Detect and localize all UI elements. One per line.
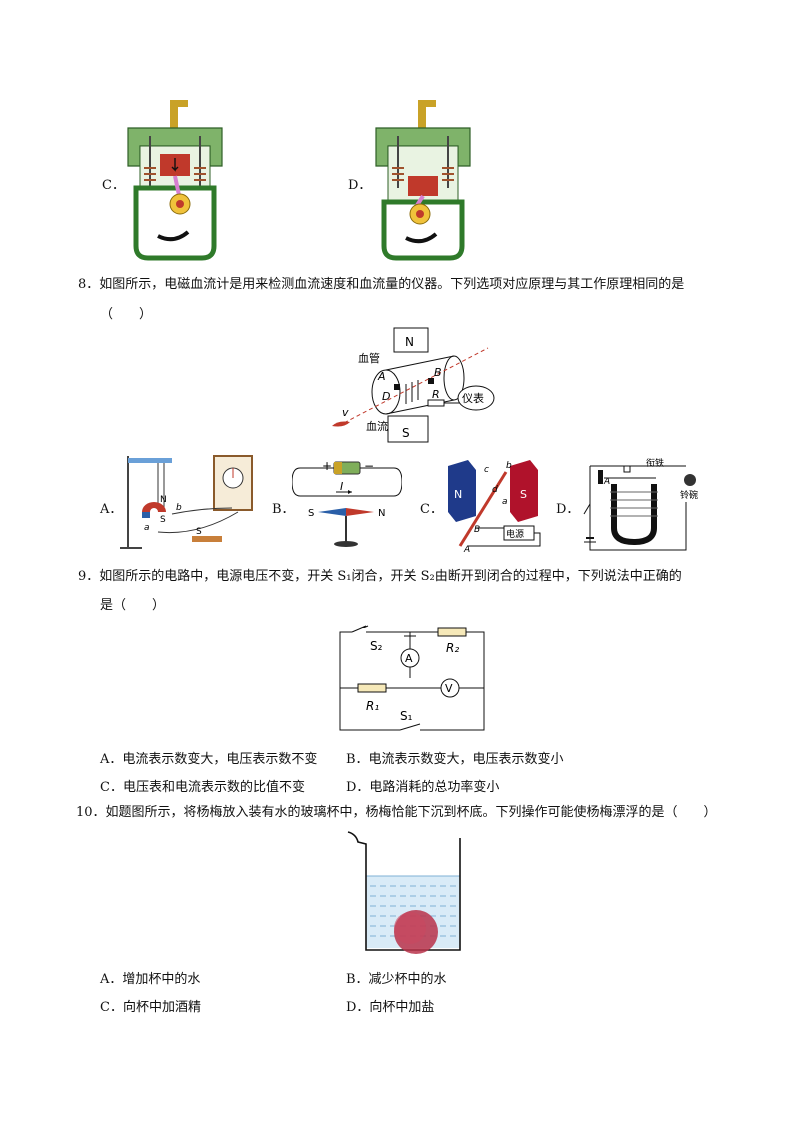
q9-stem-continued: 是（ ）: [100, 598, 166, 613]
q9-label-r2: R₂: [446, 641, 459, 655]
q8-b-label-s: S: [308, 508, 314, 519]
q8-fig-label-n: N: [405, 335, 414, 349]
q8-c-label-aa: A: [463, 545, 470, 555]
q8-option-a-figure: N S a b S: [120, 455, 253, 549]
q8-fig-label-a: A: [377, 370, 386, 383]
q8-b-label-plus: +: [322, 459, 332, 473]
q8-fig-label-meter: 仪表: [462, 391, 484, 405]
q8-fig-label-b: B: [434, 366, 442, 379]
q8-option-d-figure: A 衔铁 铃碗: [583, 457, 698, 551]
q10-option-d[interactable]: D．向杯中加盐: [346, 1000, 435, 1015]
q8-a-label-a: a: [144, 523, 150, 533]
q8-fig-label-s: S: [402, 426, 410, 440]
q8-option-d[interactable]: D．: [556, 502, 580, 517]
q9-option-d[interactable]: D．电路消耗的总功率变小: [346, 780, 500, 795]
q9-option-a[interactable]: A．电流表示数变大，电压表示数不变: [100, 752, 318, 767]
q8-fig-label-d: D: [382, 390, 390, 403]
q8-b-label-minus: −: [364, 459, 374, 473]
q9-label-r1: R₁: [366, 699, 379, 713]
q8-c-label-d: d: [492, 485, 498, 495]
q8-option-c-figure: N S c b d a B A 电源: [448, 460, 541, 555]
q9-label-voltmeter: V: [445, 682, 453, 695]
q8-c-label-c: c: [484, 465, 489, 475]
q10-beaker-figure: [347, 831, 461, 954]
q8-c-label-b: b: [506, 461, 512, 471]
q8-c-label-n: N: [454, 488, 462, 501]
q8-option-c[interactable]: C．: [420, 502, 443, 517]
q8-d-label-iron: 衔铁: [646, 457, 664, 469]
q8-option-b[interactable]: B．: [272, 502, 295, 517]
q9-label-ammeter: A: [405, 652, 413, 665]
q9-circuit-figure: S₂ A R₂ R₁ V S₁: [339, 625, 485, 734]
q8-blood-flow-meter-figure: N S v 血管 血流 A B D R 仪表: [332, 327, 495, 443]
q8-stem: 8．如图所示，电磁血流计是用来检测血流速度和血流量的仪器。下列选项对应原理与其工…: [78, 277, 685, 292]
q8-c-label-s: S: [520, 488, 527, 501]
q8-option-b-figure: + − I S N: [292, 459, 402, 547]
q10-stem: 10．如题图所示，将杨梅放入装有水的玻璃杯中，杨梅恰能下沉到杯底。下列操作可能使…: [76, 805, 717, 820]
q9-option-c[interactable]: C．电压表和电流表示数的比值不变: [100, 780, 305, 795]
q9-option-b[interactable]: B．电流表示数变大，电压表示数变小: [346, 752, 564, 767]
q8-a-label-b: b: [176, 503, 182, 513]
q8-option-a[interactable]: A．: [100, 502, 123, 517]
q10-option-c[interactable]: C．向杯中加酒精: [100, 1000, 201, 1015]
q7-option-c[interactable]: C．: [102, 178, 125, 193]
q8-d-label-a: A: [603, 477, 610, 487]
q10-option-a[interactable]: A．增加杯中的水: [100, 972, 201, 987]
q9-label-s2: S₂: [370, 639, 383, 653]
q8-a-label-switch: S: [196, 527, 202, 537]
q7-option-d[interactable]: D．: [348, 178, 372, 193]
q7-engine-figure-d: [375, 100, 471, 261]
q8-c-label-bb: B: [474, 525, 480, 535]
q8-c-label-a: a: [502, 497, 508, 507]
q10-option-b[interactable]: B．减少杯中的水: [346, 972, 447, 987]
q9-label-s1: S₁: [400, 709, 413, 723]
q8-b-label-i: I: [340, 480, 343, 493]
q8-a-label-n: N: [160, 495, 167, 505]
q8-fig-label-v: v: [342, 406, 349, 419]
q8-a-label-s: S: [160, 515, 166, 525]
q8-fig-label-vessel: 血管: [358, 351, 380, 365]
q8-c-label-power: 电源: [506, 528, 524, 540]
q7-engine-figure-c: [127, 100, 223, 261]
q9-stem: 9．如图所示的电路中，电源电压不变，开关 S₁闭合，开关 S₂由断开到闭合的过程…: [78, 569, 682, 584]
q8-b-label-n: N: [378, 508, 385, 519]
q8-fig-label-r: R: [432, 388, 440, 401]
q8-d-label-bell: 铃碗: [680, 489, 698, 501]
q8-answer-paren: （ ）: [100, 307, 153, 322]
q8-fig-label-flow: 血流: [366, 419, 388, 433]
